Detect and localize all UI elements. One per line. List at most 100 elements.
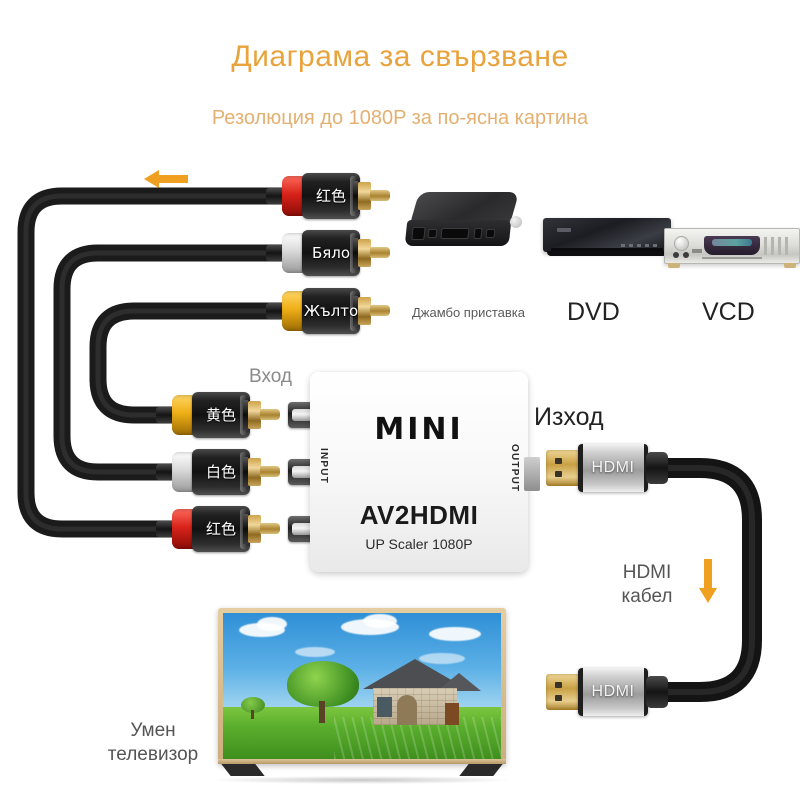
source-rca-red-label: 红色 xyxy=(315,186,346,205)
converter-tagline: UP Scaler 1080P xyxy=(365,536,473,552)
converter-brand: MINI xyxy=(374,412,464,447)
av2hdmi-converter[interactable]: MINI AV2HDMI UP Scaler 1080P INPUT OUTPU… xyxy=(310,372,528,572)
hdmi-gold-tip xyxy=(546,450,582,486)
input-rca-red[interactable]: 红色 xyxy=(156,506,280,552)
vcd-display xyxy=(704,236,760,255)
hdmi-strain-relief xyxy=(646,676,668,708)
cable-tail xyxy=(266,303,286,319)
connector-ring xyxy=(243,514,261,544)
source-rca-yellow-label: Жълто xyxy=(303,301,359,320)
source-rca-yellow[interactable]: Жълто xyxy=(266,288,390,334)
connector-ring xyxy=(353,296,371,326)
tv-shadow xyxy=(212,776,512,784)
converter-hdmi-port[interactable] xyxy=(524,457,540,491)
connector-pin xyxy=(370,247,390,258)
vcd-knob-2 xyxy=(683,252,689,258)
connector-pin xyxy=(260,466,280,477)
flow-arrow-down-icon xyxy=(699,559,717,603)
connector-pin xyxy=(260,409,280,420)
cable-tail xyxy=(266,245,286,261)
house-window xyxy=(377,697,392,717)
stb-port-1 xyxy=(411,227,426,240)
smart-tv-label-line1: Умен xyxy=(130,720,176,741)
stb-port-4 xyxy=(473,228,483,239)
cable-tail xyxy=(156,464,176,480)
input-rca-white-label: 白色 xyxy=(205,462,236,481)
stb-port-2 xyxy=(427,229,438,238)
connector-pin xyxy=(260,523,280,534)
input-rca-white[interactable]: 白色 xyxy=(156,449,280,495)
tree-trunk xyxy=(319,701,325,723)
hdmi-connector-bottom-label: HDMI xyxy=(591,683,635,700)
house-door xyxy=(445,703,459,725)
tv-screen xyxy=(223,613,501,759)
input-rca-yellow-label: 黄色 xyxy=(205,405,236,424)
tv-bottom-bezel xyxy=(218,759,506,764)
hdmi-connector-bottom[interactable]: HDMI xyxy=(546,668,668,716)
dvd-base xyxy=(547,251,667,256)
dvd-display xyxy=(557,228,571,232)
dvd-buttons xyxy=(621,244,659,247)
tv-cloud xyxy=(363,614,397,628)
input-side-label: Вход xyxy=(249,366,292,387)
connector-pin xyxy=(370,305,390,316)
tree-crown xyxy=(241,697,265,713)
connector-pin xyxy=(370,190,390,201)
input-rca-yellow[interactable]: 黄色 xyxy=(156,392,280,438)
hdmi-connector-top[interactable]: HDMI xyxy=(546,444,668,492)
vcd-mid-button xyxy=(692,249,702,253)
page-subtitle: Резолюция до 1080P за по-ясна картина xyxy=(211,107,589,129)
source-rca-white[interactable]: Бяло xyxy=(266,230,390,276)
dvd-disc-slot xyxy=(551,248,663,252)
tv-cloud xyxy=(419,653,465,664)
tv-wallpaper-house xyxy=(363,659,481,725)
connector-ring xyxy=(243,400,261,430)
vcd-player-image xyxy=(664,228,800,272)
hdmi-shell xyxy=(578,444,648,492)
set-top-box-label: Джамбо приставка xyxy=(412,305,525,320)
set-top-box-image xyxy=(404,192,522,254)
tv-cloud xyxy=(257,617,287,631)
connector-ring xyxy=(353,181,371,211)
stb-side-nub xyxy=(510,216,522,228)
dvd-player-image xyxy=(543,218,671,258)
source-rca-red[interactable]: 红色 xyxy=(266,173,390,219)
vcd-button-grid xyxy=(764,237,792,255)
converter-output-port-label: OUTPUT xyxy=(509,444,520,493)
house-arch xyxy=(397,695,417,725)
converter-input-port-label: INPUT xyxy=(318,448,329,484)
tree-trunk xyxy=(251,710,254,719)
vcd-dial xyxy=(674,236,689,251)
hdmi-cable-label-line1: HDMI xyxy=(622,562,672,583)
stb-port-5 xyxy=(485,229,496,238)
cable-tail xyxy=(266,188,286,204)
connector-ring xyxy=(243,457,261,487)
smart-tv-image xyxy=(212,608,512,788)
hdmi-gold-tip xyxy=(546,674,582,710)
vcd-logo-strip xyxy=(702,257,762,259)
cable-tail xyxy=(156,407,176,423)
tv-wallpaper-tree-large xyxy=(287,661,359,723)
smart-tv-label-line2: телевизор xyxy=(107,744,199,765)
input-rca-red-label: 红色 xyxy=(205,519,236,538)
page-title: Диаграма за свързване xyxy=(231,40,569,73)
vcd-foot-left xyxy=(668,263,680,268)
vcd-foot-right xyxy=(784,263,796,268)
cable-tail xyxy=(156,521,176,537)
tv-cloud xyxy=(429,627,481,641)
hdmi-connector-top-label: HDMI xyxy=(591,459,635,476)
vcd-knob-1 xyxy=(673,252,679,258)
tree-crown xyxy=(287,661,359,707)
converter-model: AV2HDMI xyxy=(359,500,479,530)
stb-front-panel xyxy=(404,220,512,246)
output-side-label: Изход xyxy=(534,403,604,431)
hdmi-strain-relief xyxy=(646,452,668,484)
flow-arrow-left-icon xyxy=(144,170,188,188)
house-roof-secondary xyxy=(437,673,481,691)
source-rca-white-label: Бяло xyxy=(311,243,351,262)
vcd-player-label: VCD xyxy=(702,298,755,326)
stb-port-3 xyxy=(440,228,470,239)
tv-wallpaper-tree-small xyxy=(241,697,265,719)
hdmi-cable-label-line2: кабел xyxy=(621,586,673,607)
